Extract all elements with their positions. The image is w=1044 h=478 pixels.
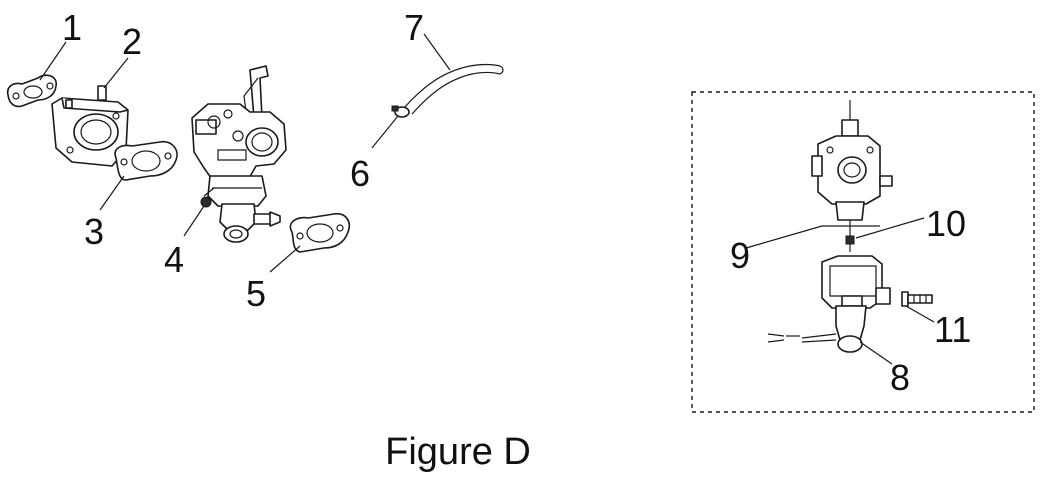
callout-5: 5	[246, 273, 266, 314]
callout-4: 4	[164, 239, 184, 280]
leader-2	[103, 57, 129, 89]
part-3-gasket	[114, 140, 178, 181]
callout-11: 11	[934, 309, 971, 350]
callout-2: 2	[122, 21, 142, 62]
callout-8: 8	[890, 357, 910, 398]
leader-8	[859, 341, 893, 365]
leader-7	[423, 33, 451, 71]
callout-3: 3	[84, 211, 104, 252]
callout-10: 10	[926, 203, 966, 244]
part-7-fuel-hose	[403, 63, 504, 115]
part-8-float-bowl	[767, 255, 891, 353]
leader-6	[371, 115, 399, 149]
part-1-gasket	[6, 74, 57, 108]
leader-4	[183, 205, 205, 237]
part-4-screw	[200, 187, 215, 208]
callout-1: 1	[62, 7, 82, 48]
part-2-insulator-block	[51, 85, 129, 167]
inset-box	[691, 91, 1035, 413]
leader-10	[855, 217, 925, 239]
carburetor-assembly	[191, 65, 287, 243]
part-6-hose-clamp	[391, 105, 410, 118]
part-10-main-jet	[845, 235, 855, 245]
leader-11	[905, 305, 935, 323]
figure-caption: Figure D	[385, 431, 531, 473]
leader-1	[39, 41, 67, 81]
callout-9: 9	[730, 235, 750, 276]
leader-5	[269, 245, 301, 273]
leader-3	[99, 175, 125, 211]
leader-9	[745, 225, 823, 249]
part-11-bolt	[901, 291, 933, 307]
callout-7: 7	[404, 7, 424, 48]
inset-carburetor	[811, 100, 893, 252]
callout-6: 6	[350, 153, 370, 194]
